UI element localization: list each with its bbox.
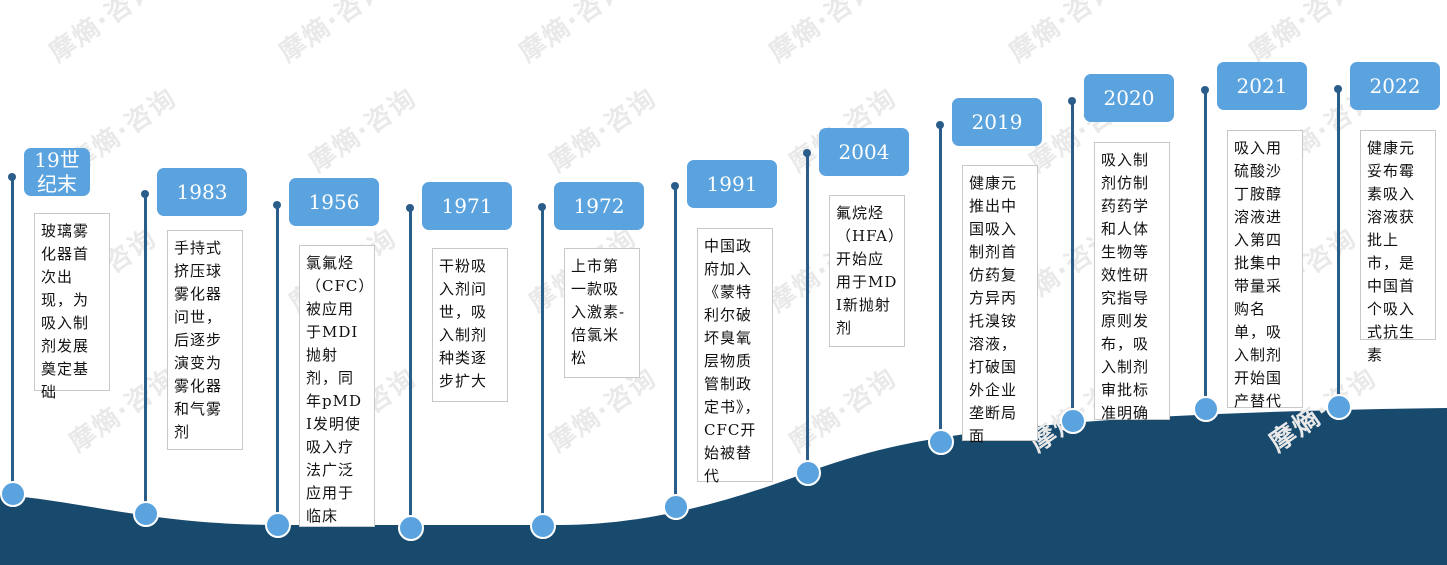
year-label: 2020: [1084, 74, 1174, 122]
timeline-marker-dot: [928, 429, 954, 455]
timeline-connector-line: [144, 194, 147, 513]
year-label: 19世 纪末: [24, 148, 90, 196]
timeline-top-dot: [803, 149, 811, 157]
timeline-connector-line: [276, 205, 279, 524]
timeline-marker-dot: [1193, 396, 1219, 422]
timeline-marker-dot: [795, 460, 821, 486]
timeline-top-dot: [1201, 86, 1209, 94]
timeline-connector-line: [409, 208, 412, 527]
timeline-connector-line: [1204, 90, 1207, 408]
timeline-marker-dot: [133, 501, 159, 527]
timeline-marker-dot: [663, 494, 689, 520]
year-label: 2021: [1217, 62, 1307, 110]
timeline-marker-dot: [1060, 408, 1086, 434]
timeline-connector-line: [1071, 101, 1074, 420]
timeline-marker-dot: [1326, 394, 1352, 420]
event-description: 干粉吸入剂问世，吸入制剂种类逐步扩大: [432, 248, 508, 402]
timeline-connector-line: [541, 207, 544, 525]
event-description: 上市第一款吸入激素-倍氯米松: [564, 248, 640, 378]
event-description: 吸入制剂仿制药药学和人体生物等效性研究指导原则发布，吸入制剂审批标准明确: [1094, 142, 1170, 422]
year-label: 2022: [1350, 62, 1440, 110]
timeline-marker-dot: [530, 513, 556, 539]
year-label: 1956: [289, 178, 379, 226]
timeline-top-dot: [1068, 97, 1076, 105]
timeline-marker-dot: [265, 512, 291, 538]
timeline-top-dot: [538, 203, 546, 211]
timeline-top-dot: [671, 182, 679, 190]
event-description: 氯氟烃（CFC）被应用于MDI抛射剂，同年pMDI发明使吸入疗法广泛应用于临床: [299, 245, 375, 527]
event-description: 玻璃雾化器首次出现，为吸入制剂发展奠定基础: [34, 213, 110, 401]
event-description: 吸入用硫酸沙丁胺醇溶液进入第四批集中带量采购名单，吸入制剂开始国产替代: [1227, 130, 1303, 410]
timeline-connector-line: [939, 125, 942, 441]
event-description: 中国政府加入《蒙特利尔破坏臭氧层物质管制政定书》，CFC开始被替代: [697, 228, 773, 485]
timeline-top-dot: [936, 121, 944, 129]
timeline-marker-dot: [398, 515, 424, 541]
timeline-connector-line: [11, 177, 14, 493]
event-description: 手持式挤压球雾化器问世，后逐步演变为雾化器和气雾剂: [167, 230, 243, 450]
timeline-marker-dot: [0, 481, 26, 507]
year-label: 2019: [952, 98, 1042, 146]
event-description: 氟烷烃（HFA）开始应用于MDI新抛射剂: [829, 195, 905, 347]
timeline-top-dot: [1334, 85, 1342, 93]
timeline-top-dot: [273, 201, 281, 209]
timeline-connector-line: [806, 153, 809, 472]
year-label: 1972: [554, 182, 644, 230]
year-label: 2004: [819, 128, 909, 176]
event-description: 健康元推出中国吸入制剂首仿药复方异丙托溴铵溶液，打破国外企业垄断局面: [962, 165, 1038, 445]
year-label: 1991: [687, 160, 777, 208]
event-description: 健康元妥布霉素吸入溶液获批上市，是中国首个吸入式抗生素: [1360, 130, 1436, 364]
timeline-connector-line: [674, 186, 677, 506]
timeline-top-dot: [141, 190, 149, 198]
timeline-connector-line: [1337, 89, 1340, 406]
timeline-top-dot: [406, 204, 414, 212]
year-label: 1983: [157, 168, 247, 216]
year-label: 1971: [422, 182, 512, 230]
timeline-top-dot: [8, 173, 16, 181]
